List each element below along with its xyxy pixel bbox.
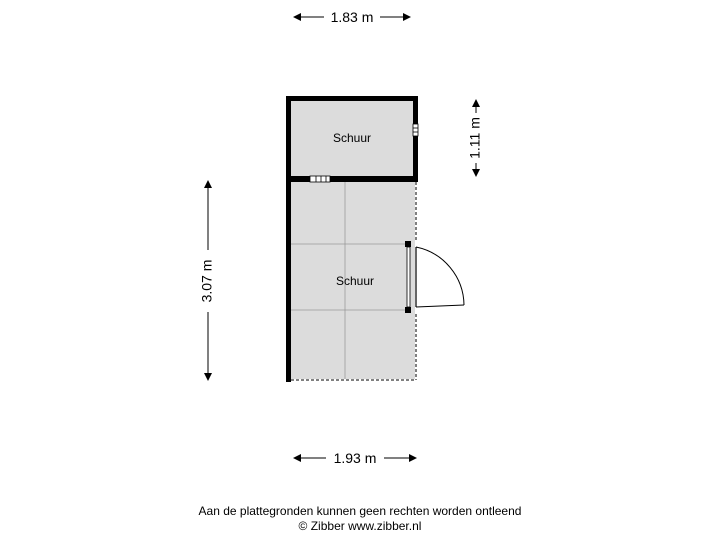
wall-partition-right [330, 176, 418, 182]
room-label-upper: Schuur [333, 131, 371, 145]
walls [286, 96, 418, 382]
footer-disclaimer: Aan de plattegronden kunnen geen rechten… [198, 504, 522, 518]
door-swing-arc [415, 246, 465, 306]
wall-upper-right-bottom [413, 136, 418, 181]
door-jamb-top [405, 241, 411, 247]
wall-partition-left [286, 176, 310, 182]
footer-copyright: © Zibber www.zibber.nl [298, 519, 422, 533]
wall-left [286, 96, 291, 382]
door-swing-close [415, 304, 465, 308]
room-floor-lower [291, 182, 415, 379]
dimension-label-right: 1.11 m [467, 117, 483, 159]
window-upper-right [412, 123, 419, 137]
partition-opening [309, 175, 331, 183]
wall-upper-right-top [413, 96, 418, 124]
door [405, 241, 465, 313]
room-floor-upper [291, 100, 413, 176]
floor-tile-grid [291, 182, 408, 379]
door-jamb-bottom [405, 307, 411, 313]
dimension-label-top: 1.83 m [331, 9, 374, 25]
door-frame [406, 246, 411, 308]
dimension-label-left: 3.07 m [199, 260, 215, 303]
dimension-label-bottom: 1.93 m [334, 450, 377, 466]
room-label-lower: Schuur [336, 274, 374, 288]
wall-top [286, 96, 418, 101]
dashed-wall-outline [291, 182, 417, 381]
